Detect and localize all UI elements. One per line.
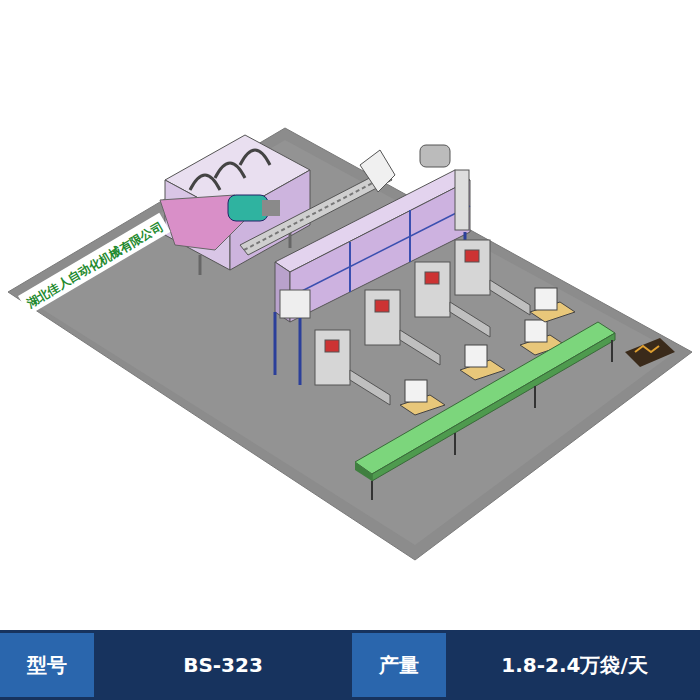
spec-value-cell: BS-323 — [97, 633, 349, 697]
spec-text: 型号 — [27, 652, 67, 679]
hopper-frame — [275, 170, 470, 385]
production-line-illustration — [0, 0, 700, 630]
floor-texture — [20, 140, 675, 545]
mixer — [160, 135, 310, 275]
spec-text: BS-323 — [183, 653, 263, 677]
floor — [8, 128, 692, 560]
spec-value-cell: 1.8-2.4万袋/天 — [449, 633, 700, 697]
belt-conveyor — [355, 322, 615, 500]
spec-label-cell: 产量 — [352, 633, 446, 697]
company-logo — [625, 338, 675, 367]
spec-text: 产量 — [379, 652, 419, 679]
spec-label-cell: 型号 — [0, 633, 94, 697]
spec-text: 1.8-2.4万袋/天 — [501, 652, 647, 679]
